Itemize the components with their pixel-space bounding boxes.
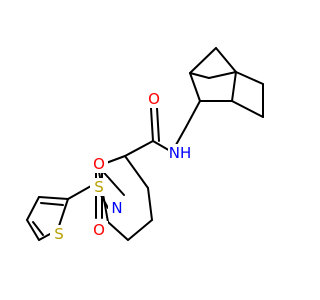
bond-lines [26, 47, 264, 241]
carbonyl-oxygen-label: O [148, 90, 160, 108]
sulfonyl-oxygen-bottom: O [90, 221, 108, 239]
bond [231, 71, 237, 102]
bond [38, 233, 51, 241]
bond [124, 155, 149, 189]
bond [231, 100, 264, 118]
carbonyl-oxygen: O [145, 90, 163, 108]
bond [58, 198, 69, 227]
piperidine-nitrogen: N [108, 199, 126, 217]
bond [147, 187, 153, 221]
sulfonyl-oxygen-top: O [90, 155, 108, 173]
sulfonyl-sulfur-label: S [94, 178, 104, 196]
bond [150, 107, 154, 142]
molecule-canvas: O NH N S O O S [26, 47, 264, 243]
amide-nitrogen: NH [168, 144, 194, 162]
bond [215, 47, 237, 73]
sulfonyl-sulfur: S [90, 178, 108, 196]
amide-nitrogen-label: NH [169, 144, 192, 162]
sulfonyl-oxygen-bottom-label: O [93, 221, 105, 239]
thiophene-sulfur-label: S [54, 225, 64, 243]
bond [67, 185, 92, 200]
bond [235, 71, 264, 85]
bond [189, 72, 201, 102]
bond [26, 196, 40, 221]
bond [208, 71, 237, 79]
bond [189, 47, 217, 74]
sulfonyl-oxygen-top-label: O [93, 155, 105, 173]
bond [124, 140, 154, 157]
bond [26, 219, 40, 241]
bond [38, 196, 69, 200]
bond [107, 221, 129, 241]
bond [40, 202, 64, 206]
bond [127, 219, 153, 241]
bond [189, 72, 210, 79]
thiophene-sulfur: S [50, 225, 68, 243]
bond [156, 107, 160, 142]
bond [32, 221, 44, 236]
atom-labels: O NH N S O O S [50, 90, 194, 243]
bond [185, 100, 201, 128]
structure-diagram: O NH N S O O S [26, 47, 264, 243]
piperidine-nitrogen-label: N [111, 199, 122, 217]
